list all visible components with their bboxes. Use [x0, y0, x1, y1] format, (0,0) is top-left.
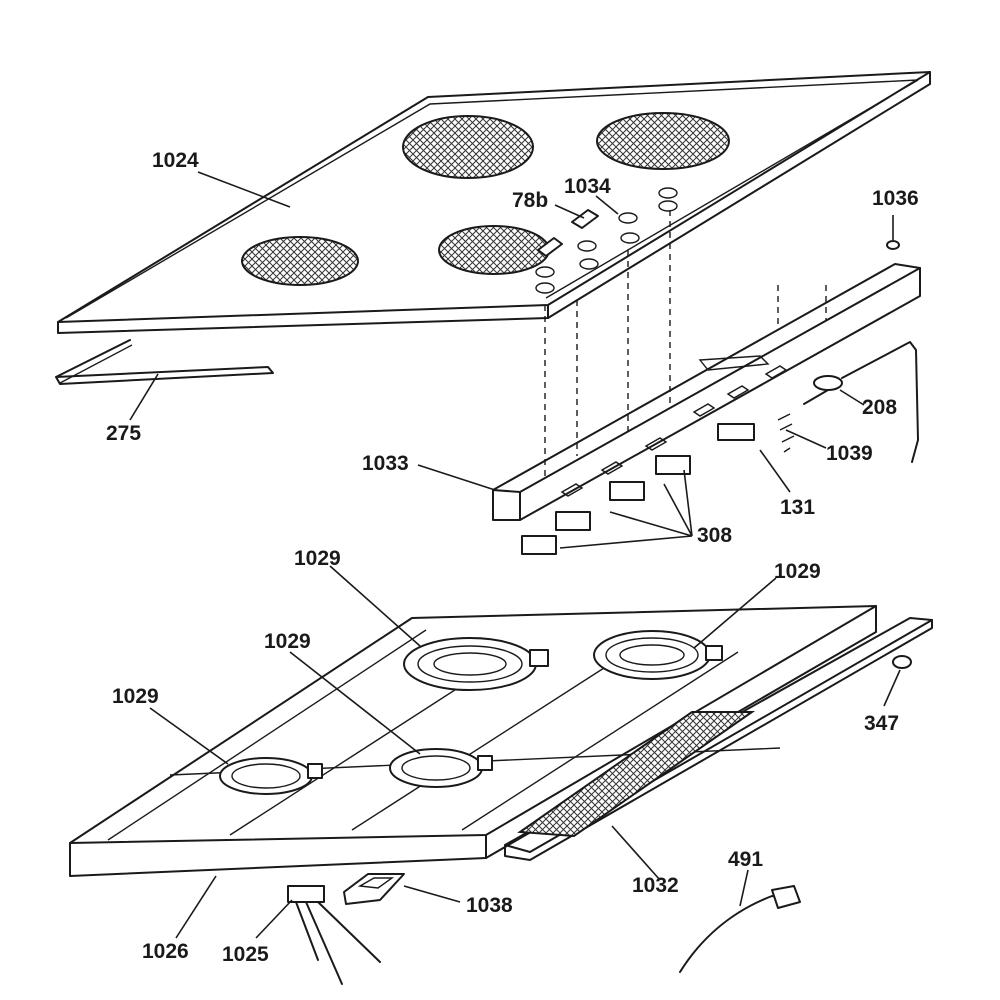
glass-top-burner-markings: [241, 112, 730, 286]
label-308: 308: [697, 524, 732, 547]
wire-harness-491: [679, 885, 801, 973]
alignment-dashed-lines: [544, 210, 827, 480]
part-labels: 1024 78b 1034 1036 275 208 1039 1033 131…: [106, 149, 919, 966]
label-208: 208: [862, 396, 897, 419]
label-1029-left: 1029: [112, 685, 159, 708]
control-panel-bracket: [492, 263, 921, 521]
label-1024: 1024: [152, 149, 199, 172]
label-1036: 1036: [872, 187, 919, 210]
terminal-block-wire: [803, 341, 919, 463]
mounting-screws: [777, 240, 900, 453]
label-1034: 1034: [564, 175, 611, 198]
label-1039: 1039: [826, 442, 873, 465]
label-1032: 1032: [632, 874, 679, 897]
label-347: 347: [864, 712, 899, 735]
glass-cooktop-top: [57, 71, 931, 334]
label-78b: 78b: [512, 189, 548, 212]
leader-lines: [129, 171, 901, 939]
label-1025: 1025: [222, 943, 269, 966]
control-knobs: [535, 187, 678, 294]
label-1033: 1033: [362, 452, 409, 475]
vent-trim: [504, 617, 933, 861]
label-1038: 1038: [466, 894, 513, 917]
label-1029-top-left: 1029: [294, 547, 341, 570]
terminal-block-1025: [287, 885, 381, 985]
gasket-strip: [55, 339, 274, 385]
infinite-switches: [521, 423, 755, 555]
radiant-heating-elements: [219, 630, 723, 795]
label-1029-middle: 1029: [264, 630, 311, 653]
label-1026: 1026: [142, 940, 189, 963]
bracket-1038: [343, 873, 405, 905]
label-275: 275: [106, 422, 141, 445]
label-131: 131: [780, 496, 815, 519]
label-1029-top-right: 1029: [774, 560, 821, 583]
label-491: 491: [728, 848, 763, 871]
